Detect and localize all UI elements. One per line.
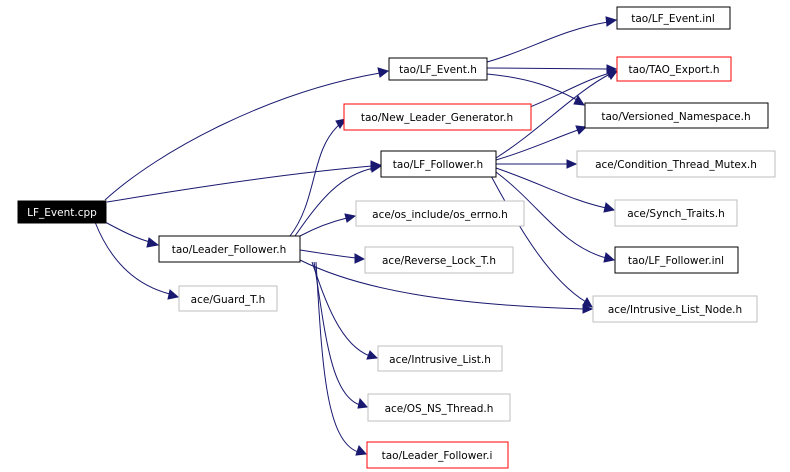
node-label: ace/Intrusive_List.h [389, 354, 491, 366]
node-label: tao/TAO_Export.h [629, 64, 720, 76]
node-label: ace/Synch_Traits.h [627, 208, 725, 220]
node-synch-traits-h[interactable]: ace/Synch_Traits.h [614, 199, 738, 227]
nodes: LF_Event.cpp tao/LF_Event.h tao/LF_Event… [17, 6, 776, 469]
edge-leader-follower-h-to-reverse-lock-t-h [299, 249, 366, 264]
node-label: tao/Versioned_Namespace.h [601, 111, 750, 123]
node-label: tao/Leader_Follower.i [382, 450, 493, 462]
edge-lf-follower-h-to-versioned-namespace-h [495, 125, 588, 161]
edge-lf-event-cpp-to-lf-event-h [104, 67, 390, 201]
node-intrusive-list-node-h[interactable]: ace/Intrusive_List_Node.h [592, 295, 758, 323]
node-versioned-namespace-h[interactable]: tao/Versioned_Namespace.h [584, 102, 769, 129]
edge-leader-follower-h-to-intrusive-list-node-h [299, 259, 594, 314]
edge-leader-follower-h-to-leader-follower-i [315, 261, 368, 456]
edge-lf-event-h-to-tao-export-h [486, 64, 618, 74]
node-leader-follower-h[interactable]: tao/Leader_Follower.h [158, 235, 301, 263]
node-tao-export-h[interactable]: tao/TAO_Export.h [616, 56, 732, 82]
edge-lf-follower-h-to-tao-export-h [495, 70, 618, 159]
edge-leader-follower-h-to-os-errno-h [299, 213, 357, 237]
node-label: tao/Leader_Follower.h [172, 244, 287, 256]
node-label: tao/LF_Event.h [399, 64, 477, 76]
node-label: ace/Guard_T.h [191, 294, 266, 306]
node-reverse-lock-t-h[interactable]: ace/Reverse_Lock_T.h [364, 246, 514, 274]
node-label: ace/Reverse_Lock_T.h [382, 255, 496, 267]
edge-new-leader-generator-h-to-tao-export-h [529, 68, 619, 108]
edge-lf-event-cpp-to-leader-follower-h [104, 221, 160, 248]
node-lf-follower-inl[interactable]: tao/LF_Follower.inl [614, 246, 739, 274]
node-label: tao/New_Leader_Generator.h [361, 112, 513, 124]
node-label: tao/LF_Follower.inl [628, 255, 724, 267]
node-label: ace/Intrusive_List_Node.h [608, 304, 742, 316]
node-leader-follower-i[interactable]: tao/Leader_Follower.i [366, 441, 509, 469]
node-condition-thread-mutex-h[interactable]: ace/Condition_Thread_Mutex.h [576, 150, 776, 178]
node-label: tao/LF_Event.inl [631, 13, 715, 25]
node-lf-event-cpp[interactable]: LF_Event.cpp [17, 200, 107, 224]
node-new-leader-generator-h[interactable]: tao/New_Leader_Generator.h [343, 103, 532, 131]
node-label: LF_Event.cpp [27, 207, 97, 219]
node-label: ace/OS_NS_Thread.h [385, 403, 494, 415]
node-label: ace/os_include/os_errno.h [372, 209, 508, 221]
node-os-ns-thread-h[interactable]: ace/OS_NS_Thread.h [367, 393, 511, 422]
edge-lf-event-h-to-versioned-namespace-h [486, 73, 586, 106]
node-label: ace/Condition_Thread_Mutex.h [595, 159, 757, 171]
node-label: tao/LF_Follower.h [393, 159, 483, 171]
node-os-errno-h[interactable]: ace/os_include/os_errno.h [355, 200, 525, 227]
node-lf-event-h[interactable]: tao/LF_Event.h [388, 57, 488, 81]
node-lf-event-inl[interactable]: tao/LF_Event.inl [616, 6, 731, 30]
edge-lf-follower-h-to-synch-traits-h [495, 167, 616, 213]
node-lf-follower-h[interactable]: tao/LF_Follower.h [380, 150, 497, 178]
edge-lf-follower-h-to-lf-follower-inl [495, 171, 616, 263]
node-guard-t-h[interactable]: ace/Guard_T.h [178, 285, 278, 312]
edge-leader-follower-h-to-lf-follower-h [294, 163, 383, 237]
node-intrusive-list-h[interactable]: ace/Intrusive_List.h [377, 345, 503, 372]
edge-lf-event-cpp-to-guard-t-h [94, 221, 180, 300]
edge-leader-follower-h-to-new-leader-generator-h [289, 118, 348, 237]
edge-lf-event-h-to-lf-event-inl [486, 16, 618, 63]
edges [94, 16, 619, 456]
edge-leader-follower-h-to-os-ns-thread-h [313, 261, 369, 409]
edge-lf-follower-h-to-intrusive-list-node-h [489, 173, 593, 308]
edge-lf-follower-h-to-condition-thread-mutex-h [496, 159, 578, 169]
